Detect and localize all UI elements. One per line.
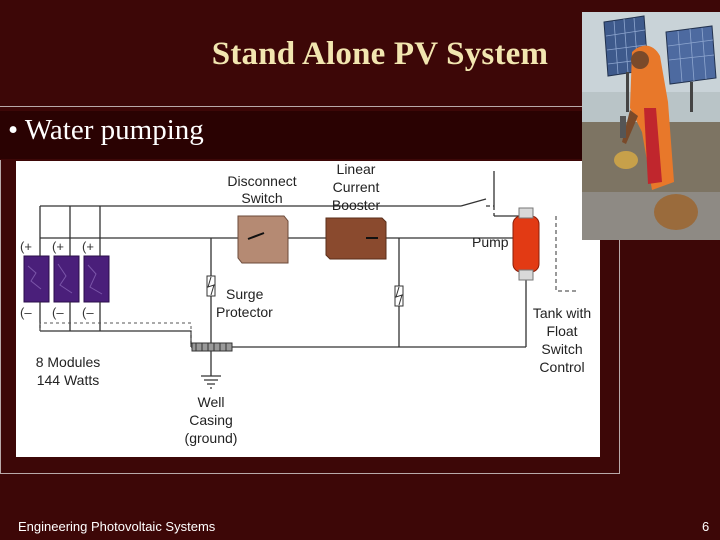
ground-symbol: [201, 375, 221, 389]
pv-module-3: [83, 255, 110, 303]
disconnect-switch: [237, 215, 289, 264]
minus-label-2: (–: [52, 305, 64, 320]
title-divider: [0, 106, 620, 107]
modules-label-2: 144 Watts: [37, 372, 100, 388]
pv-module-1: [23, 255, 50, 303]
pv-pumping-diagram: (+ (+ (+ (– (– (– Disconnect Switch Line…: [16, 161, 600, 457]
disconnect-label-1: Disconnect: [227, 173, 296, 189]
pv-modules: [23, 255, 110, 303]
plus-label-1: (+: [20, 239, 32, 254]
bullet-band: [0, 111, 620, 159]
modules-label-1: 8 Modules: [36, 354, 101, 370]
plus-label-3: (+: [82, 239, 94, 254]
ground-bar: [191, 342, 233, 352]
booster-label-3: Booster: [332, 197, 381, 213]
tank-label-1: Tank with: [533, 305, 591, 321]
bullet-text: • Water pumping: [8, 114, 204, 146]
surge-protector-1: [206, 275, 216, 297]
content-frame: [0, 160, 620, 474]
minus-label-1: (–: [20, 305, 32, 320]
pv-module-2: [53, 255, 80, 303]
tank-label-2: Float: [546, 323, 577, 339]
well-label-3: (ground): [185, 430, 238, 446]
plus-label-2: (+: [52, 239, 64, 254]
photo-solar-water-pump: [582, 12, 720, 240]
well-label-2: Casing: [189, 412, 233, 428]
disconnect-label-2: Switch: [241, 190, 282, 206]
linear-current-booster: [325, 217, 387, 260]
surge-protector-2: [394, 285, 404, 307]
surge-label-2: Protector: [216, 304, 273, 320]
pump: [512, 207, 540, 281]
tank-label-3: Switch: [541, 341, 582, 357]
tank-label-4: Control: [539, 359, 584, 375]
booster-label-1: Linear: [337, 161, 376, 177]
well-label-1: Well: [198, 394, 225, 410]
footer-course-title: Engineering Photovoltaic Systems: [18, 519, 216, 534]
booster-label-2: Current: [333, 179, 380, 195]
slide-title: Stand Alone PV System: [211, 36, 549, 72]
minus-label-3: (–: [82, 305, 94, 320]
page-number: 6: [702, 519, 710, 534]
surge-label-1: Surge: [226, 286, 264, 302]
pump-label: Pump: [472, 234, 509, 250]
